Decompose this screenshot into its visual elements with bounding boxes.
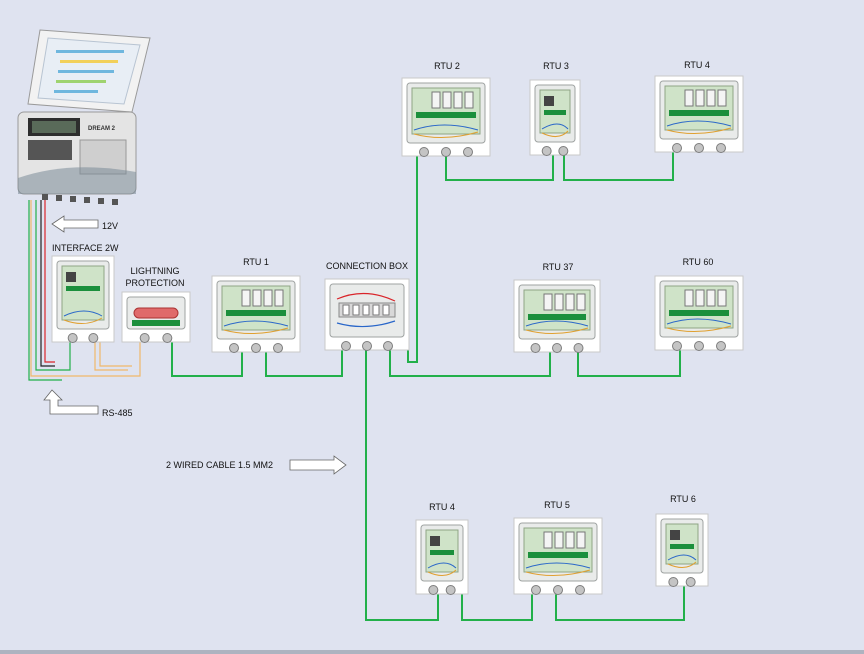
label-rtu-60: RTU 60 — [682, 257, 714, 267]
rtu-6-box — [655, 513, 709, 587]
label-rtu-1: RTU 1 — [243, 257, 269, 267]
label-rtu-37: RTU 37 — [542, 262, 574, 272]
lightning-protection-box — [121, 291, 191, 343]
label-rtu-4-bottom: RTU 4 — [429, 502, 455, 512]
rtu-37-box — [513, 279, 601, 353]
bottom-edge — [0, 650, 864, 654]
arrow-cable — [289, 455, 347, 475]
arrow-12v — [51, 215, 99, 233]
label-rtu-3: RTU 3 — [543, 61, 569, 71]
rtu-4-top-box — [654, 75, 744, 153]
controller-wires — [28, 200, 141, 381]
label-rtu-5: RTU 5 — [544, 500, 570, 510]
label-rtu-2: RTU 2 — [434, 61, 460, 71]
label-lightning-2: PROTECTION — [125, 278, 185, 288]
label-cable: 2 WIRED CABLE 1.5 MM2 — [166, 460, 274, 470]
controller-brand-label: DREAM 2 — [88, 126, 116, 132]
rtu-4-bottom-box — [415, 519, 469, 595]
interface-2w-box — [51, 255, 115, 343]
label-rtu-4-top: RTU 4 — [684, 60, 710, 70]
label-rs485: RS-485 — [102, 408, 133, 418]
bus-wiring — [171, 152, 685, 621]
controller-unit — [17, 29, 151, 205]
controller-glands — [42, 194, 118, 205]
controller-screen-grid — [54, 50, 124, 93]
connection-box-enclosure — [324, 278, 410, 351]
rtu-2-box — [401, 77, 491, 157]
label-lightning-1: LIGHTNING — [130, 266, 180, 276]
rtu-5-box — [513, 517, 603, 595]
arrow-rs485 — [43, 389, 99, 415]
rtu-60-box — [654, 275, 744, 351]
rtu-3-box — [529, 79, 581, 156]
label-rtu-6: RTU 6 — [670, 494, 696, 504]
label-interface-2w: INTERFACE 2W — [52, 243, 119, 253]
label-connection-box: CONNECTION BOX — [325, 261, 409, 271]
device-layer — [51, 75, 744, 595]
rtu-1-box — [211, 275, 301, 353]
label-12v: 12V — [102, 221, 119, 231]
